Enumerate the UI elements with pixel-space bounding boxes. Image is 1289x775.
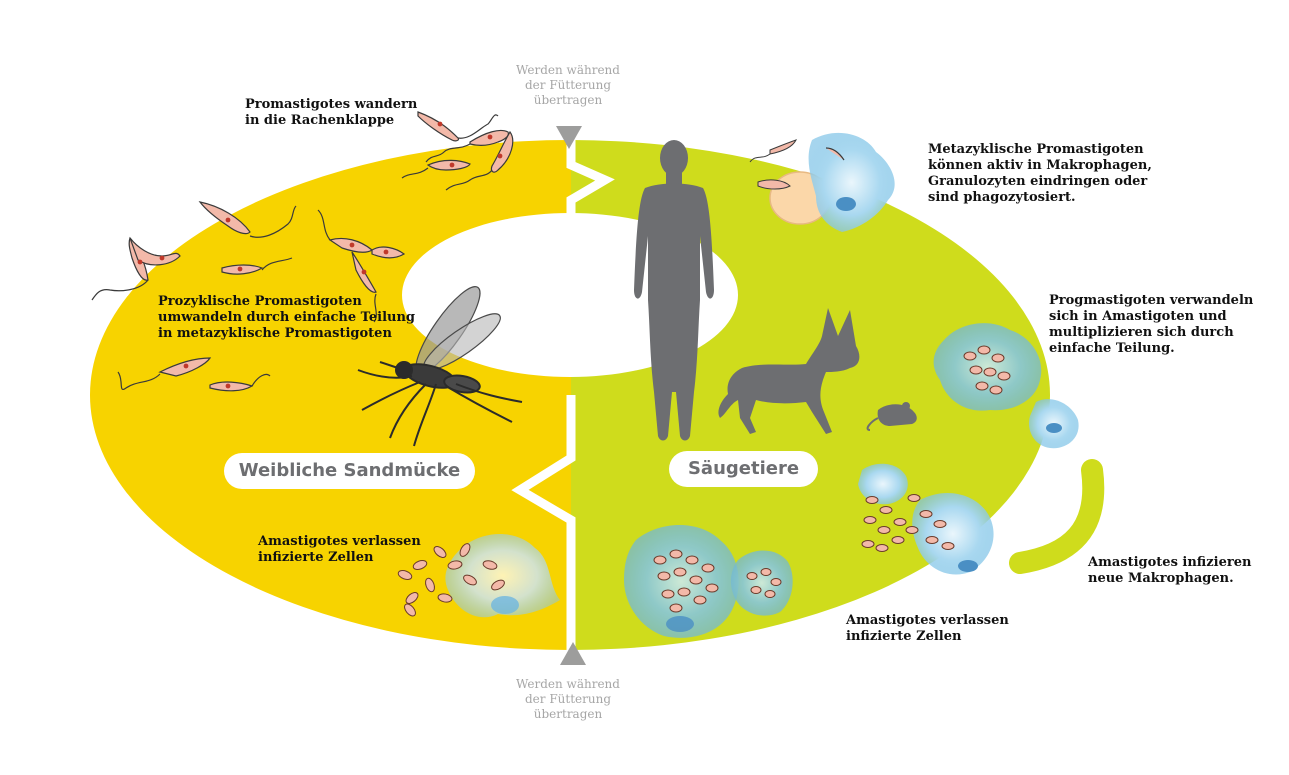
label-amastigotes-leave-mammal: Amastigotes verlassen infizierte Zellen xyxy=(846,613,1009,645)
ring xyxy=(90,138,1050,655)
label-line: Prozyklische Promastigoten xyxy=(158,294,362,309)
promastigotes-dividing xyxy=(91,201,406,392)
triangle-down-icon xyxy=(556,126,582,149)
label-line: sich in Amastigoten und xyxy=(1049,309,1227,324)
return-arrow xyxy=(1009,459,1105,574)
label-line: in metazyklische Promastigoten xyxy=(158,326,392,341)
label-infect-new: Amastigotes infizieren neue Makrophagen. xyxy=(1088,555,1251,587)
transmission-note-bottom-line: Werden während xyxy=(516,677,620,691)
label-line: Amastigotes infizieren xyxy=(1088,555,1252,570)
promastigotes-top xyxy=(401,111,514,191)
transmission-note-top-line: Werden während xyxy=(516,63,620,77)
sandfly-icon xyxy=(357,286,523,447)
infected-macrophage-right xyxy=(933,323,1079,449)
label-line: sind phagozytosiert. xyxy=(928,190,1076,205)
label-promastigotes-migrate: Promastigotes wandern in die Rachenklapp… xyxy=(245,97,417,129)
infected-cell-left xyxy=(445,533,560,618)
label-line: neue Makrophagen. xyxy=(1088,571,1234,586)
label-line: Promastigotes wandern xyxy=(245,97,418,112)
label-metacyclic-invade: Metazyklische Promastigoten können aktiv… xyxy=(928,142,1152,206)
label-amastigotes-leave-sandfly: Amastigotes verlassen infizierte Zellen xyxy=(258,534,421,566)
label-line: können aktiv in Makrophagen, xyxy=(928,158,1152,173)
transmission-note-bottom-line: übertragen xyxy=(533,707,603,721)
infected-macrophages-bottom xyxy=(624,463,994,638)
transmission-note-top-line: übertragen xyxy=(533,93,603,107)
transmission-note-bottom-line: der Fütterung xyxy=(524,692,611,706)
mammal-title: Säugetiere xyxy=(669,451,818,487)
label-line: infizierte Zellen xyxy=(258,550,374,565)
human-silhouette-icon xyxy=(634,140,714,441)
label-transform-amastigotes: Progmastigoten verwandeln sich in Amasti… xyxy=(1049,293,1253,357)
mouse-silhouette-icon xyxy=(866,402,917,431)
triangle-up-icon xyxy=(560,642,586,665)
label-line: in die Rachenklappe xyxy=(245,113,395,128)
sandfly-title: Weibliche Sandmücke xyxy=(224,453,475,489)
transmission-note-top: Werden während der Fütterung übertragen xyxy=(503,63,633,108)
macrophage-invasion xyxy=(749,132,895,232)
label-procyclic-transform: Prozyklische Promastigoten umwandeln dur… xyxy=(158,294,415,342)
label-line: Metazyklische Promastigoten xyxy=(928,142,1144,157)
top-separator xyxy=(566,138,615,215)
label-line: infizierte Zellen xyxy=(846,629,962,644)
bottom-separator xyxy=(511,395,576,655)
label-line: Granulozyten eindringen oder xyxy=(928,174,1148,189)
amastigotes-left xyxy=(397,543,505,617)
label-line: umwandeln durch einfache Teilung xyxy=(158,310,415,325)
label-line: einfache Teilung. xyxy=(1049,341,1175,356)
label-line: multiplizieren sich durch xyxy=(1049,325,1234,340)
label-line: Progmastigoten verwandeln xyxy=(1049,293,1254,308)
label-line: Amastigotes verlassen xyxy=(258,534,421,549)
dog-silhouette-icon xyxy=(718,308,860,434)
label-line: Amastigotes verlassen xyxy=(846,613,1009,628)
sandfly-half xyxy=(90,140,571,650)
transmission-note-top-line: der Fütterung xyxy=(524,78,611,92)
transmission-note-bottom: Werden während der Fütterung übertragen xyxy=(503,677,633,722)
